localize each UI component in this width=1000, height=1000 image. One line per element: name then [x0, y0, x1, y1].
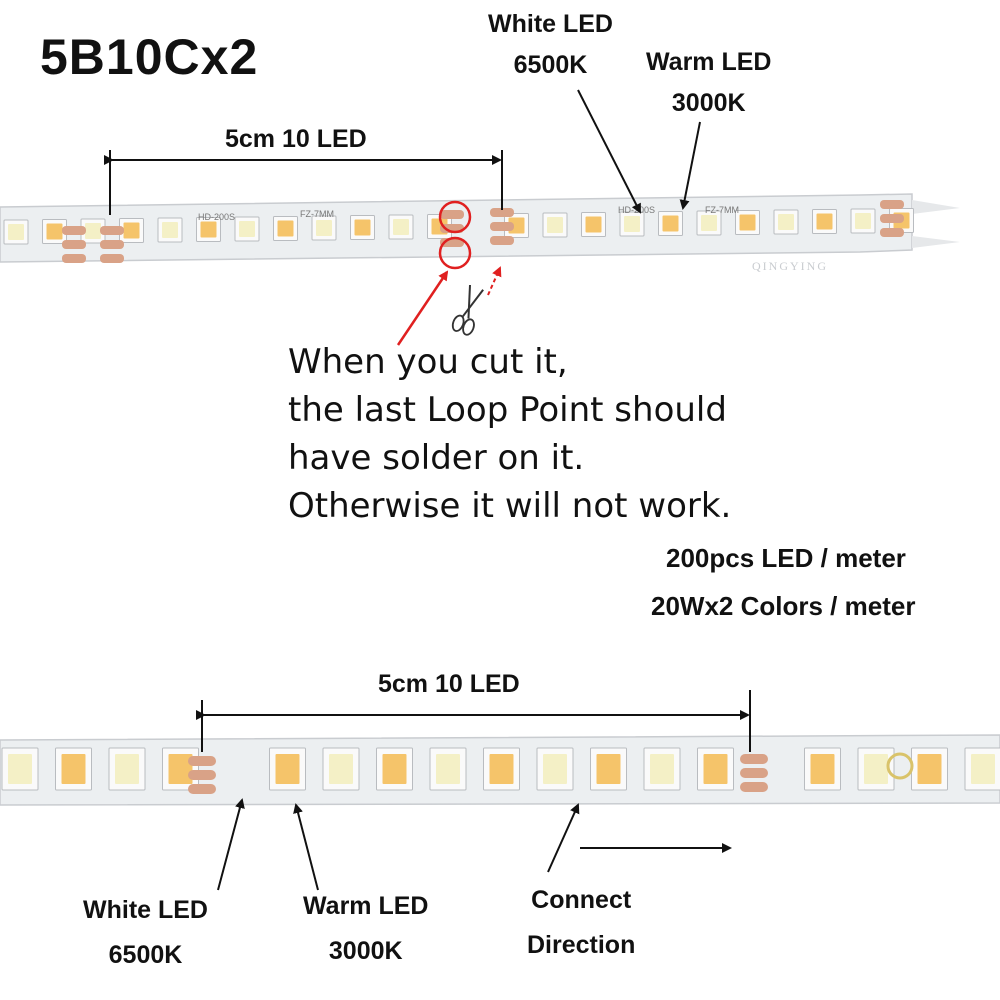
led-emitter [162, 221, 178, 238]
solder-pad [490, 208, 514, 217]
led-emitter [393, 218, 409, 235]
solder-pad [740, 754, 768, 764]
pcb-mark: FZ-7MM [705, 205, 739, 215]
note-line: the last Loop Point should [288, 390, 727, 430]
note-line: Otherwise it will not work. [288, 486, 732, 526]
led-emitter [778, 213, 794, 230]
led-emitter [816, 213, 833, 230]
cutting-note: When you cut it, the last Loop Point sho… [288, 338, 731, 530]
led-emitter [624, 215, 640, 232]
loop-point-circle [438, 236, 472, 270]
led-emitter [46, 223, 63, 240]
led-emitter [489, 754, 514, 784]
solder-pad [100, 240, 124, 249]
solder-pad [490, 236, 514, 245]
bottom-segment-label: 5cm 10 LED [378, 670, 520, 698]
led-emitter [200, 221, 217, 238]
spec-power: 20Wx2 Colors / meter [651, 591, 916, 621]
top-strip-pads [62, 200, 904, 263]
led-emitter [917, 754, 942, 784]
bottom-strip-leds [1, 747, 1000, 791]
scissors-icon [451, 284, 484, 336]
product-title: 5B10Cx2 [40, 29, 259, 85]
top-segment-label: 5cm 10 LED [225, 125, 367, 153]
led-emitter [703, 754, 728, 784]
connect-direction-label: Connect Direction [527, 886, 636, 959]
solder-pad [880, 200, 904, 209]
solder-pad [188, 770, 216, 780]
led-emitter [316, 219, 332, 236]
solder-pad [880, 214, 904, 223]
led-emitter [585, 216, 602, 233]
led-emitter [662, 215, 679, 232]
top-warm-led-label: Warm LED 3000K [646, 48, 772, 117]
pcb-mark-circle [886, 752, 914, 780]
solder-pad [188, 756, 216, 766]
led-emitter [864, 754, 888, 784]
solder-pad [62, 254, 86, 263]
bottom-white-led-label: White LED 6500K [83, 896, 208, 969]
led-emitter [168, 754, 193, 784]
solder-pad [490, 222, 514, 231]
led-emitter [436, 754, 460, 784]
led-emitter [547, 216, 563, 233]
led-emitter [810, 754, 835, 784]
led-emitter [971, 754, 995, 784]
led-emitter [382, 754, 407, 784]
solder-pad [62, 240, 86, 249]
led-emitter [596, 754, 621, 784]
solder-pad [100, 254, 124, 263]
pcb-mark: HD-200S [198, 212, 235, 222]
led-emitter [354, 219, 371, 236]
led-emitter [739, 214, 756, 231]
led-emitter [543, 754, 567, 784]
led-emitter [8, 224, 24, 240]
led-emitter [701, 214, 717, 231]
led-emitter [239, 220, 255, 237]
solder-pad [100, 226, 124, 235]
led-emitter [123, 222, 140, 239]
led-emitter [855, 212, 871, 229]
loop-point-circle [438, 200, 472, 234]
solder-pad [880, 228, 904, 237]
led-emitter [277, 220, 294, 237]
solder-pad [62, 226, 86, 235]
solder-pad [740, 782, 768, 792]
top-white-led-label: White LED 6500K [488, 10, 613, 79]
led-emitter [85, 222, 101, 239]
watermark: QINGYING [752, 259, 828, 273]
led-emitter [115, 754, 139, 784]
led-emitter [61, 754, 86, 784]
led-emitter [8, 754, 32, 784]
solder-pad [740, 768, 768, 778]
solder-pad [188, 784, 216, 794]
led-emitter [275, 754, 300, 784]
led-emitter [650, 754, 674, 784]
pcb-mark: FZ-7MM [300, 209, 334, 219]
note-line: When you cut it, [288, 342, 568, 382]
led-emitter [329, 754, 353, 784]
solder-pad [440, 210, 464, 219]
note-line: have solder on it. [288, 438, 585, 478]
bottom-warm-led-label: Warm LED 3000K [303, 892, 429, 965]
bottom-strip-pads [188, 754, 768, 794]
spec-density: 200pcs LED / meter [666, 543, 906, 573]
